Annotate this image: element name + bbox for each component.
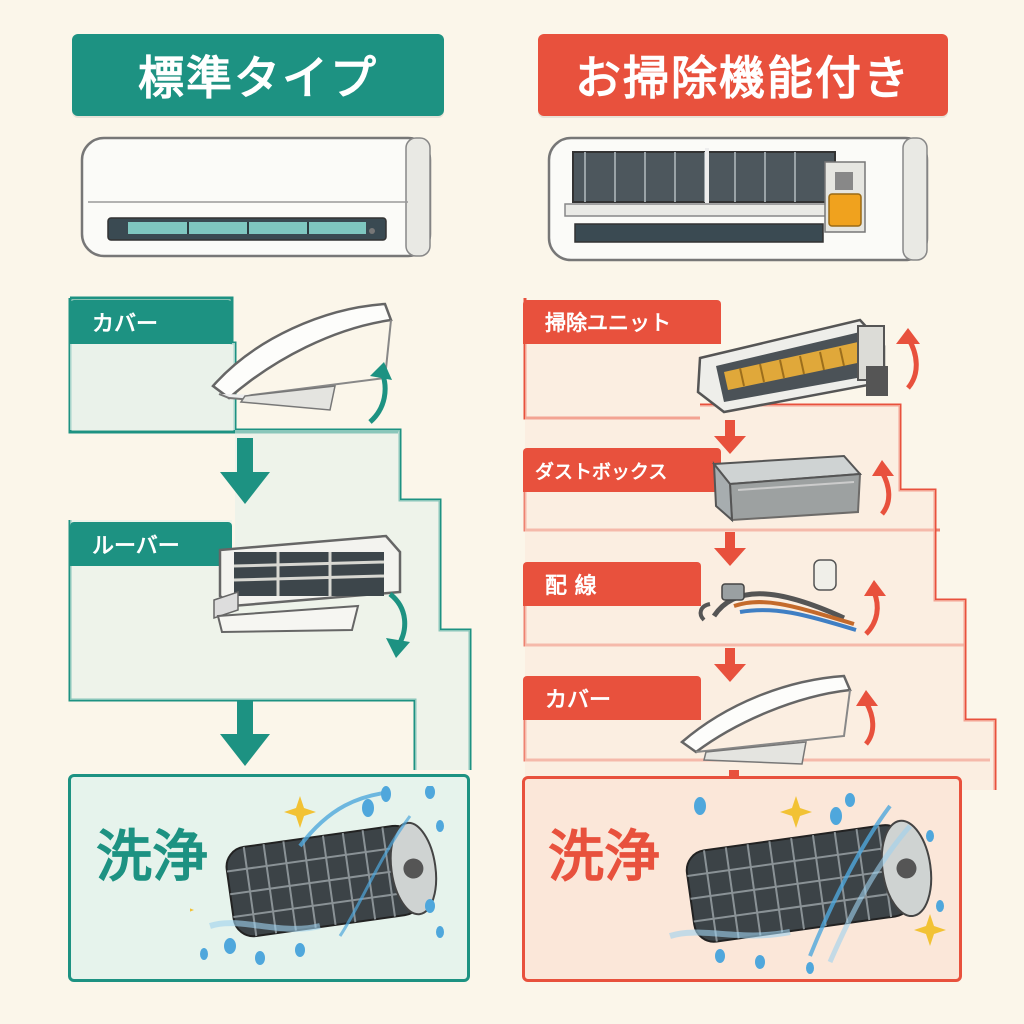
cover-icon — [679, 674, 852, 765]
dust-box-icon — [712, 454, 863, 523]
left-step-label-cover: カバー — [70, 300, 232, 344]
right-wash-title: 洗浄 — [548, 825, 660, 890]
down-arrow-icon — [714, 648, 746, 682]
filter-wash-icon — [190, 786, 444, 965]
right-header: お掃除機能付き — [538, 34, 948, 116]
rotate-arrow-down-icon — [386, 592, 410, 658]
rotate-arrow-up-icon — [856, 690, 878, 746]
down-arrow-icon — [714, 532, 746, 566]
filter-wash-icon — [669, 793, 946, 974]
right-step-label-cover: カバー — [523, 676, 701, 720]
air-conditioner-standard-icon — [80, 136, 432, 258]
rotate-arrow-up-icon — [872, 460, 894, 516]
rotate-arrow-up-icon — [864, 580, 886, 636]
left-header: 標準タイプ — [72, 34, 444, 116]
right-step-label-cleaning-unit: 掃除ユニット — [523, 300, 721, 344]
left-step-label-louver: ルーバー — [70, 522, 232, 566]
air-conditioner-cleaning-icon — [547, 136, 929, 262]
rotate-arrow-up-icon — [896, 328, 920, 390]
left-wash-title: 洗浄 — [96, 825, 208, 890]
down-arrow-icon — [220, 700, 270, 766]
cleaning-unit-icon — [696, 318, 888, 414]
right-step-label-wiring: 配 線 — [523, 562, 701, 606]
down-arrow-icon — [714, 420, 746, 454]
down-arrow-icon — [220, 438, 270, 504]
rotate-arrow-up-icon — [368, 362, 392, 424]
wiring-icon — [698, 559, 857, 632]
louver-icon — [213, 534, 402, 634]
right-step-label-dust-box: ダストボックス — [523, 448, 721, 492]
